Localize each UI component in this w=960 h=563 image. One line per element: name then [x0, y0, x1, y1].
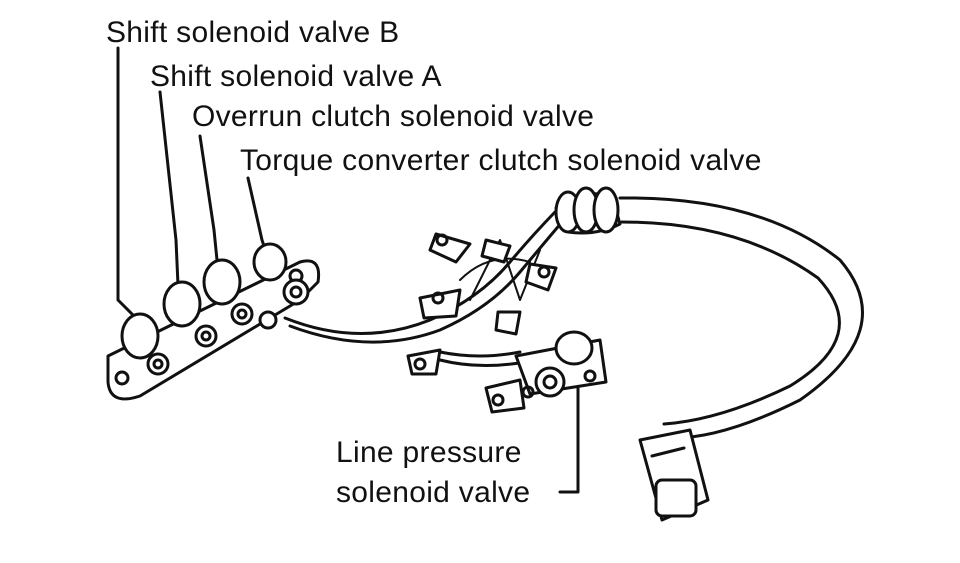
label-shift-solenoid-b: Shift solenoid valve B — [106, 16, 400, 49]
line-pressure-solenoid — [514, 330, 608, 399]
leader-lines — [116, 46, 580, 494]
leader-shift-a — [158, 90, 180, 287]
wiring-harness — [283, 210, 564, 414]
leader-overrun — [198, 134, 220, 272]
label-torque-converter-solenoid: Torque converter clutch solenoid valve — [240, 144, 762, 177]
leader-shift-b — [116, 46, 138, 320]
label-line-pressure-solenoid: solenoid valve — [336, 476, 531, 509]
grommet-and-cable — [554, 186, 864, 522]
label-overrun-clutch-solenoid: Overrun clutch solenoid valve — [192, 100, 595, 133]
label-shift-solenoid-a: Shift solenoid valve A — [150, 60, 442, 93]
label-line-pressure: Line pressure — [336, 436, 522, 469]
solenoid-block — [106, 242, 321, 401]
